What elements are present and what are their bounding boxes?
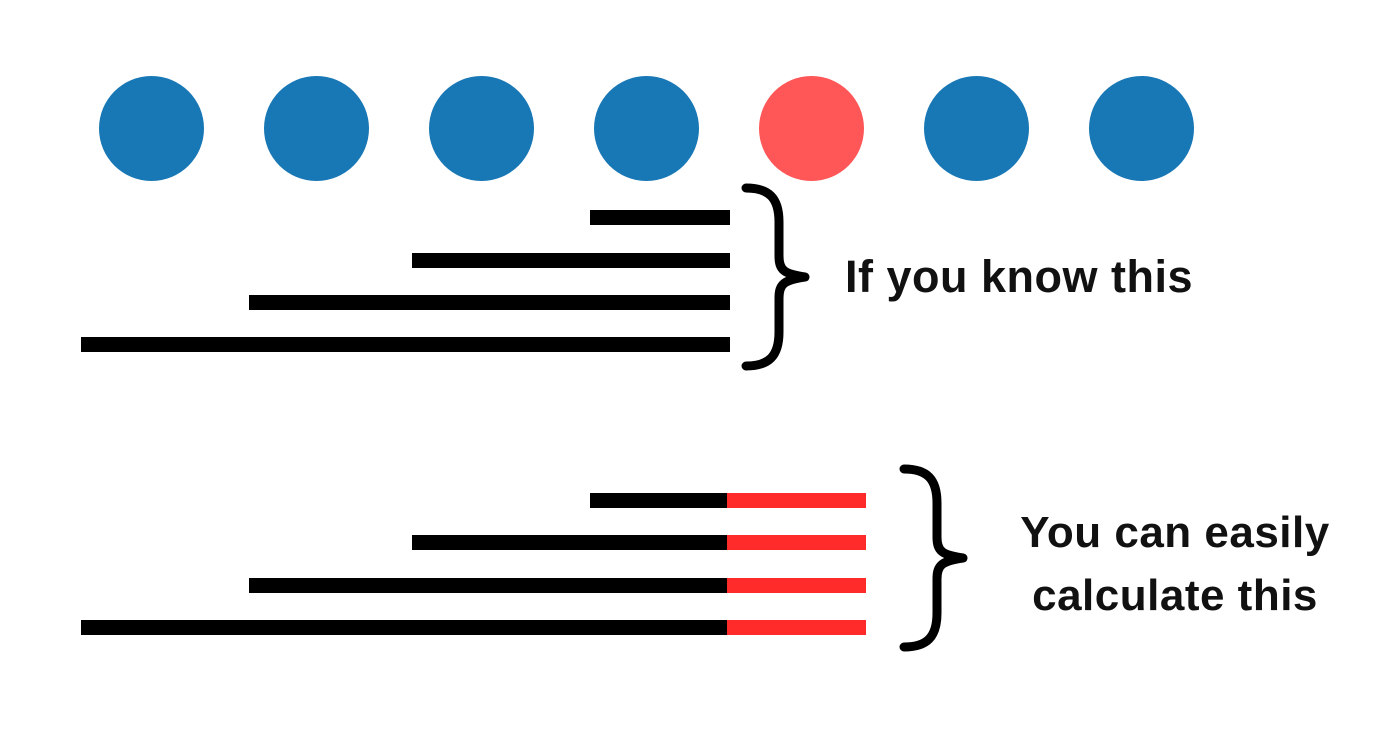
known-data-circle <box>1088 75 1194 181</box>
top-curly-brace-icon <box>741 183 810 371</box>
bottom-label: You can easily calculate this <box>1020 508 1330 620</box>
known-value-bar <box>81 337 730 352</box>
bottom-curly-brace-icon <box>899 464 968 652</box>
top-label: If you know this <box>845 251 1194 302</box>
known-value-bar <box>249 578 727 593</box>
calculated-extension-bar <box>727 620 866 635</box>
known-data-circle <box>923 75 1029 181</box>
known-data-circle <box>593 75 699 181</box>
known-value-bar <box>412 535 727 550</box>
known-value-bar <box>590 493 727 508</box>
known-value-bar <box>412 253 730 268</box>
calculated-extension-bar <box>727 493 866 508</box>
unknown-data-circle <box>758 75 864 181</box>
calculated-extension-bar <box>727 535 866 550</box>
calculated-extension-bar <box>727 578 866 593</box>
known-value-bar <box>81 620 727 635</box>
known-value-bar <box>590 210 730 225</box>
known-value-bar <box>249 295 730 310</box>
known-data-circle <box>98 75 204 181</box>
known-data-circle <box>263 75 369 181</box>
known-data-circle <box>428 75 534 181</box>
